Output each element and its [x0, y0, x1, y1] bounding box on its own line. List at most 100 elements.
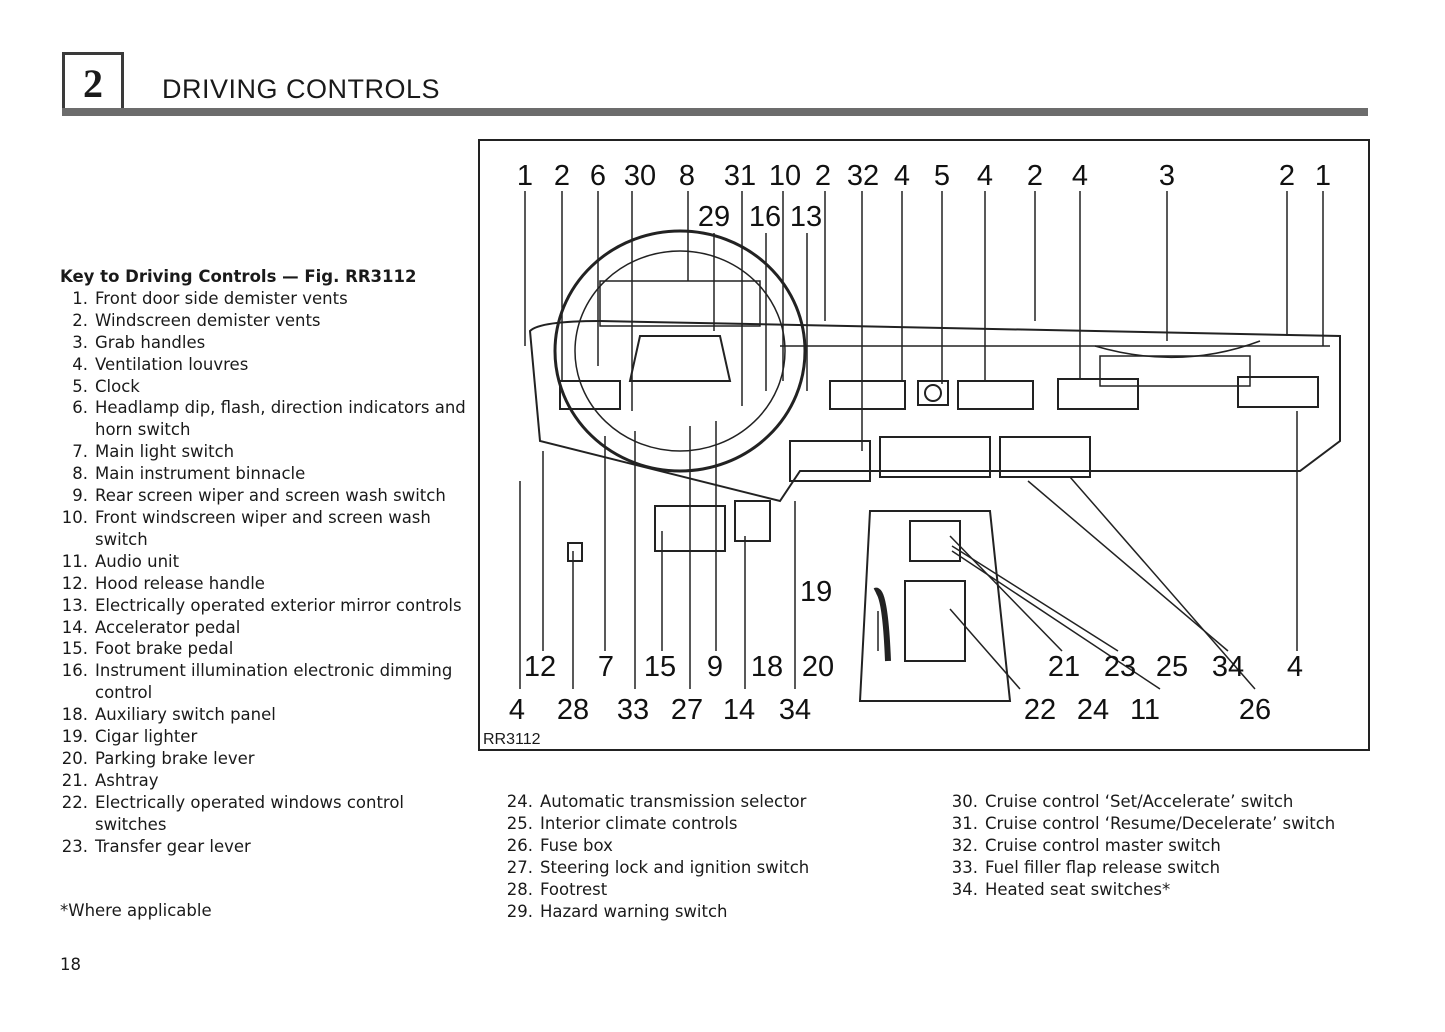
key-item-number: 19. [61, 727, 88, 747]
callout-31: 31 [724, 160, 756, 192]
chapter-number-box: 2 [62, 52, 124, 114]
key-item-number: 5. [72, 376, 88, 396]
key-item-text: Footrest [540, 879, 608, 899]
key-item-number: 33. [951, 857, 978, 877]
audio-unit [879, 436, 991, 478]
callout-29: 29 [698, 201, 730, 233]
callout-16: 16 [749, 201, 781, 233]
key-item: 11.Audio unit [60, 551, 480, 573]
vent-centre-3 [1057, 378, 1139, 410]
key-item: 16.Instrument illumination electronic di… [60, 660, 480, 704]
callout-25: 25 [1156, 651, 1188, 683]
key-column-1: Key to Driving Controls — Fig. RR3112 1.… [60, 266, 480, 857]
key-item-number: 14. [61, 617, 88, 637]
key-item-number: 12. [61, 573, 88, 593]
key-item-text: Main light switch [95, 442, 235, 462]
parking-brake-lever [873, 587, 891, 662]
key-item-text: Front windscreen wiper and screen wash s… [95, 507, 431, 549]
figure-id: RR3112 [483, 731, 541, 748]
aux-switch-panel [789, 440, 871, 482]
key-item: 30.Cruise control ‘Set/Accelerate’ switc… [950, 791, 1350, 813]
key-item-text: Front door side demister vents [95, 288, 348, 308]
key-item: 13.Electrically operated exterior mirror… [60, 595, 480, 617]
grab-handle [1099, 355, 1251, 387]
key-item-text: Interior climate controls [540, 813, 738, 833]
second-row-callouts: 29 16 13 [698, 201, 822, 233]
key-item-text: Hood release handle [95, 573, 265, 593]
key-item-text: Windscreen demister vents [95, 310, 321, 330]
key-item-number: 26. [506, 835, 533, 855]
key-item-number: 25. [506, 813, 533, 833]
steering-wheel [553, 229, 807, 473]
callout-4: 4 [1072, 160, 1088, 192]
callout-27: 27 [671, 694, 703, 726]
dashboard-outline [528, 319, 1341, 503]
key-item: 21.Ashtray [60, 770, 480, 792]
key-item-text: Audio unit [95, 551, 180, 571]
key-item-text: Clock [95, 376, 140, 396]
key-item: 8.Main instrument binnacle [60, 463, 480, 485]
callout-15: 15 [644, 651, 676, 683]
key-item-text: Electrically operated exterior mirror co… [95, 595, 462, 615]
key-item-number: 8. [72, 464, 88, 484]
key-item-text: Automatic transmission selector [540, 792, 807, 811]
callout-1: 1 [1315, 160, 1331, 192]
key-item-number: 9. [72, 486, 88, 506]
callout-4: 4 [509, 694, 525, 726]
key-item-number: 29. [506, 901, 533, 921]
key-item: 6.Headlamp dip, flash, direction indicat… [60, 397, 480, 441]
key-item-text: Hazard warning switch [540, 901, 728, 921]
key-item-number: 32. [951, 835, 978, 855]
key-item: 18.Auxiliary switch panel [60, 704, 480, 726]
key-item: 4.Ventilation louvres [60, 354, 480, 376]
callout-4: 4 [1287, 651, 1303, 683]
key-item: 3.Grab handles [60, 332, 480, 354]
key-item-number: 16. [61, 661, 88, 681]
key-item: 25. Interior climate controls [505, 813, 925, 835]
key-item: 7.Main light switch [60, 441, 480, 463]
header-rule [62, 108, 1368, 116]
key-item-number: 3. [72, 332, 88, 352]
centre-console [858, 510, 1012, 702]
key-column-3: 30.Cruise control ‘Set/Accelerate’ switc… [950, 791, 1350, 901]
callout-26: 26 [1239, 694, 1271, 726]
clock-housing [917, 380, 949, 406]
key-item-number: 1. [72, 288, 88, 308]
key-item-text: Cruise control ‘Resume/Decelerate’ switc… [985, 813, 1336, 833]
callout-12: 12 [524, 651, 556, 683]
callout-34: 34 [779, 694, 811, 726]
key-item: 34.Heated seat switches* [950, 879, 1350, 901]
key-item: 2.Windscreen demister vents [60, 310, 480, 332]
key-item: 10.Front windscreen wiper and screen was… [60, 507, 480, 551]
key-item-number: 6. [72, 398, 88, 418]
key-item: 1. Front door side demister vents [60, 288, 480, 310]
key-item-number: 23. [61, 836, 88, 856]
key-item: 27.Steering lock and ignition switch [505, 857, 925, 879]
key-item-text: Foot brake pedal [95, 639, 234, 659]
callout-2: 2 [1027, 160, 1043, 192]
callout-34: 34 [1212, 651, 1244, 683]
key-item-text: Electrically operated windows control sw… [95, 792, 405, 834]
callout-13: 13 [790, 201, 822, 233]
callout-21: 21 [1048, 651, 1080, 683]
key-item-text: Fuel filler flap release switch [985, 857, 1221, 877]
callout-20: 20 [802, 651, 834, 683]
callout-30: 30 [624, 160, 656, 192]
key-item: 5. Clock [60, 376, 480, 398]
key-item: 33. Fuel filler flap release switch [950, 857, 1350, 879]
vent-centre-1 [829, 380, 906, 410]
key-title: Key to Driving Controls — Fig. RR3112 [60, 267, 417, 286]
key-item-text: Cigar lighter [95, 727, 198, 747]
key-item-text: Parking brake lever [95, 748, 255, 768]
key-item-number: 28. [506, 879, 533, 899]
key-item: 19. Cigar lighter [60, 726, 480, 748]
key-item: 32.Cruise control master switch [950, 835, 1350, 857]
key-item: 28. Footrest [505, 879, 925, 901]
key-item-text: Heated seat switches* [985, 879, 1171, 899]
key-item-text: Transfer gear lever [95, 836, 251, 856]
